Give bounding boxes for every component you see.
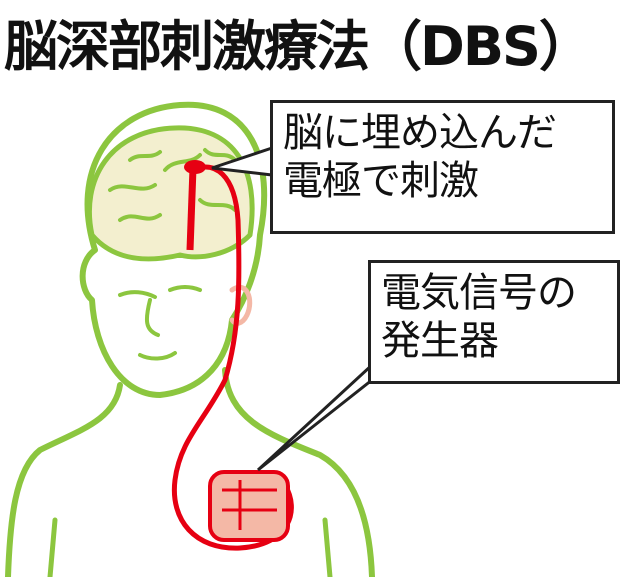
face <box>118 285 202 361</box>
electrode <box>186 167 197 251</box>
callout-pointer-electrode <box>211 146 273 177</box>
pulse-generator <box>208 470 290 542</box>
dbs-device <box>171 160 294 551</box>
callout-line: 発生器 <box>381 318 499 364</box>
lead-wire <box>171 164 294 551</box>
diagram-title: 脳深部刺激療法（DBS） <box>4 15 593 78</box>
electrode-cap <box>184 160 206 174</box>
callout-line: 電極で刺激 <box>283 158 479 204</box>
callout-line: 脳に埋め込んだ <box>283 110 557 156</box>
callout-line: 電気信号の <box>381 270 577 316</box>
generator-callout: 電気信号の 発生器 <box>368 260 620 384</box>
callout-pointer-generator <box>256 363 374 472</box>
neck-shoulders <box>5 367 375 577</box>
electrode-callout: 脳に埋め込んだ 電極で刺激 <box>270 100 615 234</box>
